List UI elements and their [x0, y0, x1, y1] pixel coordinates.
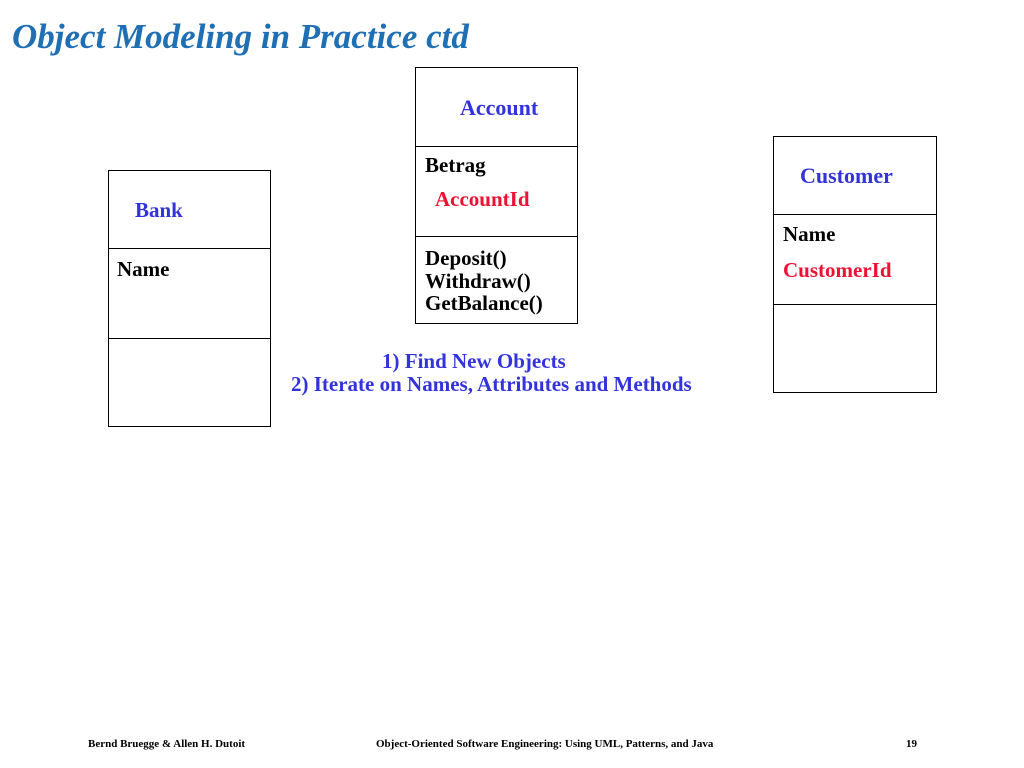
class-account-methods: Deposit() Withdraw() GetBalance() — [416, 236, 577, 322]
method-withdraw: Withdraw() — [425, 268, 531, 293]
class-bank-name: Bank — [135, 198, 183, 222]
class-bank-attributes: Name — [109, 248, 270, 338]
method-deposit: Deposit() — [425, 246, 507, 270]
step-iterate: 2) Iterate on Names, Attributes and Meth… — [291, 372, 692, 396]
attribute-customerid: CustomerId — [783, 258, 892, 282]
method-getbalance: GetBalance() — [425, 291, 543, 316]
method-list: Deposit() Withdraw() GetBalance() — [425, 247, 543, 315]
class-customer: Customer Name CustomerId — [773, 136, 937, 393]
class-bank-name-section: Bank — [109, 171, 270, 248]
attribute-accountid: AccountId — [435, 187, 530, 211]
class-bank-methods — [109, 338, 270, 425]
class-customer-attributes: Name CustomerId — [774, 214, 936, 304]
step-find-new-objects: 1) Find New Objects — [382, 349, 566, 373]
class-account-name-section: Account — [416, 68, 577, 146]
footer-page-number: 19 — [906, 738, 917, 750]
attribute-name: Name — [783, 222, 836, 246]
footer-book: Object-Oriented Software Engineering: Us… — [376, 738, 714, 750]
class-customer-name: Customer — [800, 163, 893, 188]
class-customer-methods — [774, 304, 936, 391]
class-account-attributes: Betrag AccountId — [416, 146, 577, 236]
slide-title: Object Modeling in Practice ctd — [12, 17, 469, 56]
class-customer-name-section: Customer — [774, 137, 936, 214]
class-bank: Bank Name — [108, 170, 271, 427]
footer-authors: Bernd Bruegge & Allen H. Dutoit — [88, 738, 246, 750]
class-account: Account Betrag AccountId Deposit() Withd… — [415, 67, 578, 324]
attribute-betrag: Betrag — [425, 153, 486, 177]
attribute-name: Name — [117, 257, 170, 281]
class-account-name: Account — [460, 95, 539, 120]
